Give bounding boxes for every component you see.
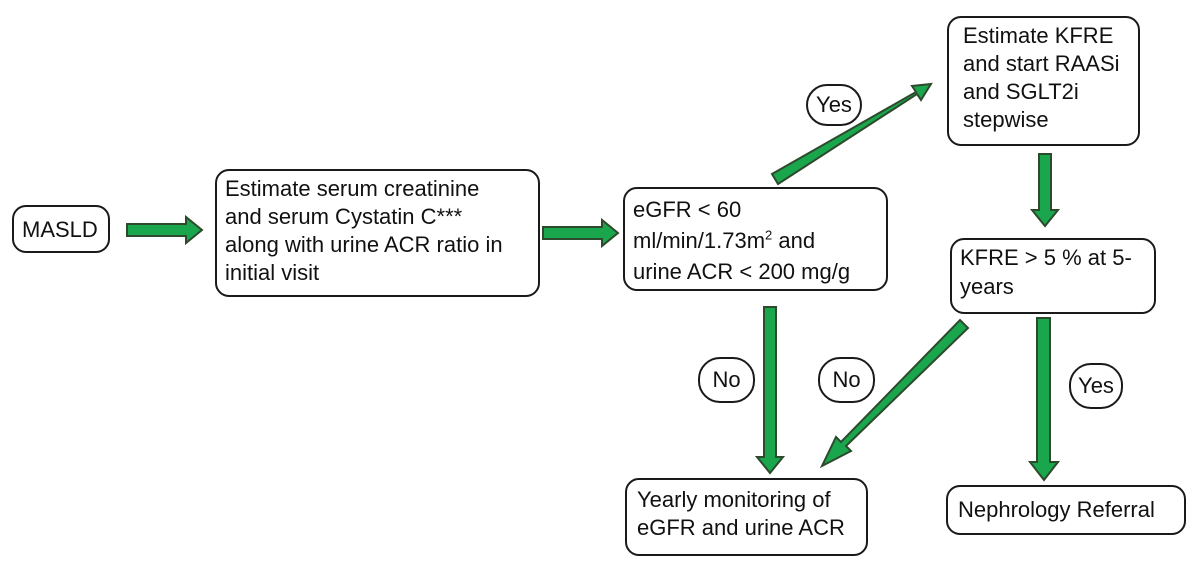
arrow-estimate-to-egfr: [542, 217, 620, 249]
node-estimate-kfre-line-1: Estimate KFRE: [963, 23, 1114, 48]
edge-label-yes-top-text: Yes: [816, 92, 852, 117]
edge-label-yes-right: Yes: [1069, 363, 1123, 409]
arrow-kfrecheck-to-monitoring-no: [819, 318, 970, 469]
node-yearly-monitoring-line-2: eGFR and urine ACR: [637, 514, 845, 540]
node-kfre-check-line-2: years: [960, 273, 1014, 299]
node-masld-label: MASLD: [22, 217, 98, 242]
node-estimate-kfre-line-4: stepwise: [963, 106, 1049, 132]
node-egfr-check-line-3: urine ACR < 200 mg/g: [633, 258, 851, 284]
node-egfr-check-line-1: eGFR < 60: [633, 197, 742, 222]
edge-label-yes-top: Yes: [806, 84, 862, 126]
arrow-masld-to-estimate: [126, 214, 204, 246]
arrow-kfre-to-kfrecheck: [1029, 153, 1061, 228]
node-egfr-check-unit: ml/min/1.73m: [633, 227, 766, 253]
node-estimate-kfre-line-3: and SGLT2i: [963, 78, 1079, 104]
arrow-kfrecheck-to-referral-yes: [1027, 317, 1061, 482]
node-estimate-creatinine-line-2: and serum Cystatin C***: [225, 203, 463, 229]
node-kfre-check-line-1: KFRE > 5 % at 5-: [960, 245, 1132, 270]
edge-label-yes-right-text: Yes: [1078, 373, 1114, 398]
arrow-egfr-to-monitoring-no: [754, 306, 786, 475]
node-estimate-kfre-line-2: and start RAASi: [963, 50, 1120, 76]
node-egfr-check-unit-sup: 2: [765, 227, 773, 243]
node-egfr-check-and: and: [772, 227, 816, 253]
node-estimate-creatinine-line-3: along with urine ACR ratio in: [225, 231, 503, 257]
node-estimate-creatinine: Estimate serum creatinine and serum Cyst…: [215, 169, 540, 297]
arrow-egfr-to-kfre-yes: [770, 82, 933, 186]
node-estimate-creatinine-line-4: initial visit: [225, 259, 320, 285]
node-nephrology-referral: Nephrology Referral: [946, 485, 1186, 535]
node-kfre-check: KFRE > 5 % at 5- years: [950, 238, 1156, 314]
edge-label-no-right: No: [818, 357, 875, 403]
node-yearly-monitoring-line-1: Yearly monitoring of: [637, 487, 831, 512]
edge-label-no-left: No: [698, 357, 755, 403]
node-yearly-monitoring: Yearly monitoring of eGFR and urine ACR: [625, 478, 868, 556]
node-estimate-creatinine-line-1: Estimate serum creatinine: [225, 176, 480, 201]
node-masld: MASLD: [12, 205, 110, 253]
node-estimate-kfre: Estimate KFRE and start RAASi and SGLT2i…: [947, 16, 1140, 146]
edge-label-no-right-text: No: [832, 367, 861, 392]
node-nephrology-referral-label: Nephrology Referral: [958, 497, 1155, 522]
edge-label-no-left-text: No: [712, 367, 741, 392]
node-egfr-check-line-2: ml/min/1.73m2 and: [633, 226, 878, 257]
node-egfr-check: eGFR < 60 ml/min/1.73m2 and urine ACR < …: [623, 187, 888, 291]
